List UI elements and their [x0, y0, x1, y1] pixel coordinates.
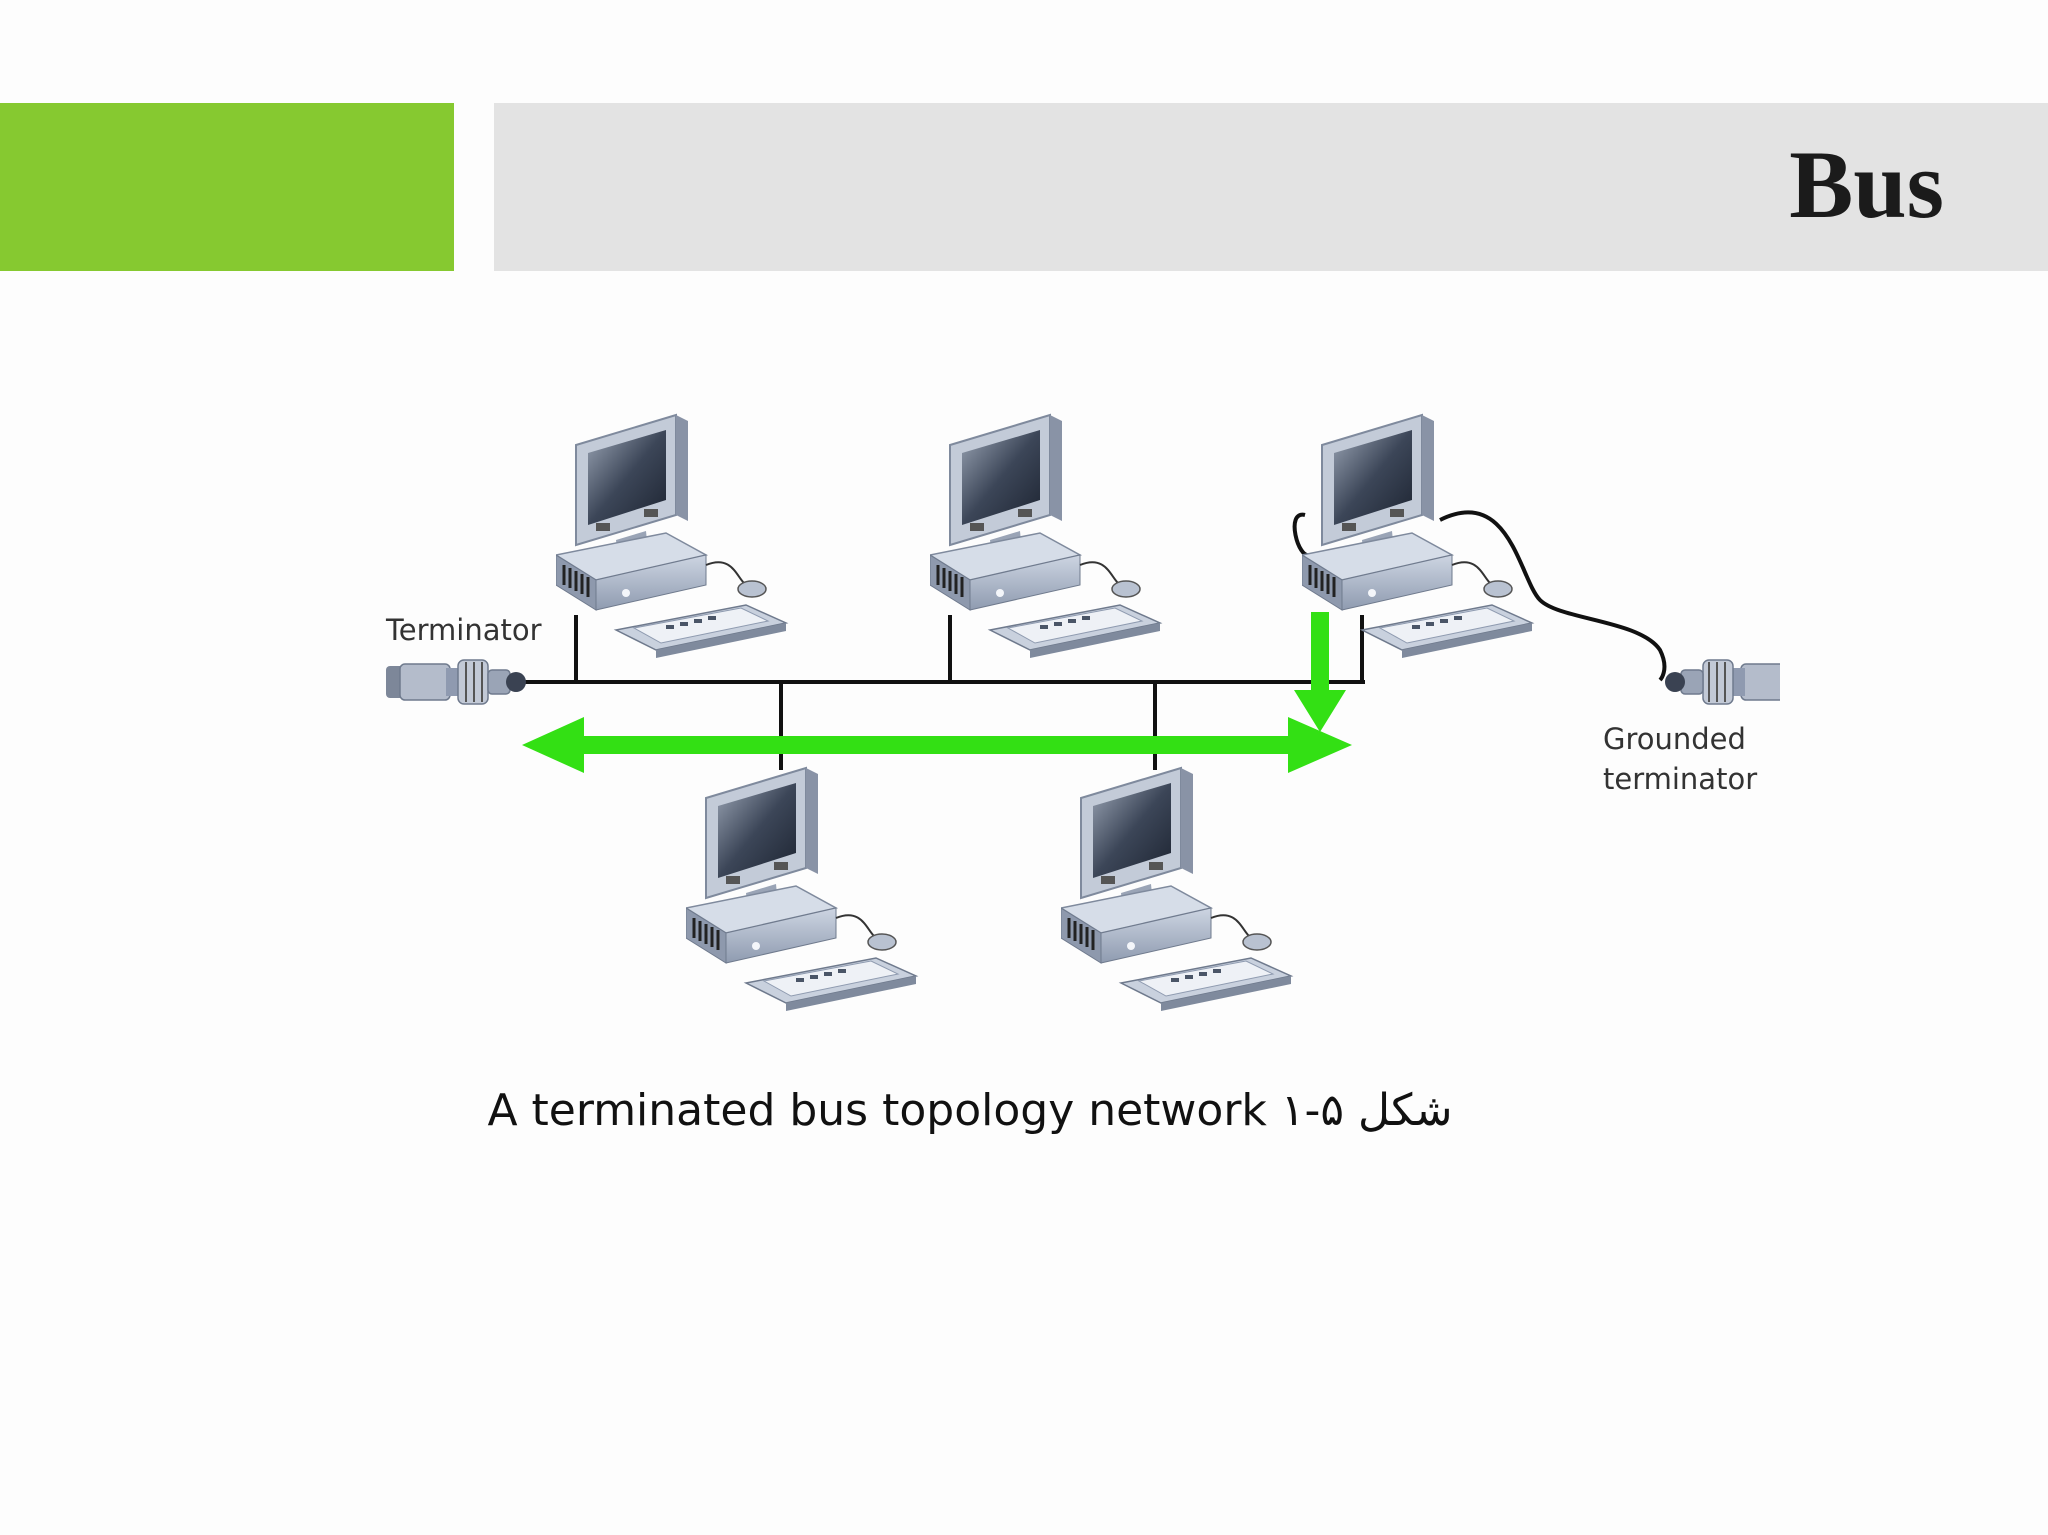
computer-5	[1061, 766, 1293, 1013]
grounded-label-line1: Grounded	[1603, 722, 1746, 756]
down-arrow	[1294, 612, 1346, 732]
grounded-terminator	[1665, 659, 1780, 705]
slide-title: Bus	[1789, 131, 1944, 238]
title-band	[494, 103, 2048, 271]
signal-arrows	[522, 612, 1352, 773]
computer-3	[1302, 413, 1534, 660]
drop-lines	[574, 615, 1364, 770]
figure-caption: A terminated bus topology network ۱-۵ شک…	[487, 1085, 1453, 1136]
grounded-label-line2: terminator	[1603, 762, 1757, 796]
bidirectional-arrow	[522, 717, 1352, 773]
computer-1	[556, 413, 788, 660]
accent-block	[0, 103, 454, 271]
computer-2	[930, 413, 1162, 660]
terminator-left	[386, 659, 526, 705]
bus-topology-diagram: Terminator Grounded terminator	[385, 413, 1780, 1013]
computer-4	[686, 766, 918, 1013]
ground-cable	[1439, 510, 1667, 682]
terminator-label: Terminator	[385, 613, 542, 647]
